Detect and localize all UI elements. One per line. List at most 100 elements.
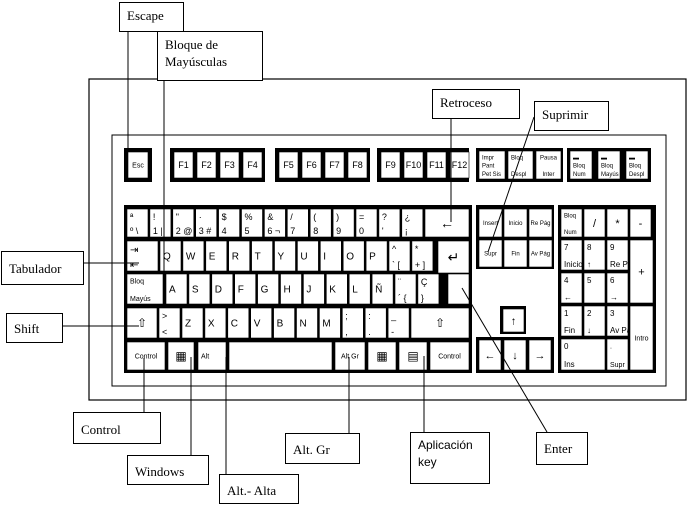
key-np-enter-text: Intro [634, 335, 648, 342]
key-nav-bottom-1: Fin [503, 239, 528, 268]
key-cedilla: Ç} [417, 273, 440, 305]
key-s: S [188, 273, 211, 305]
key-number-5-text: % [245, 212, 253, 222]
key-n: N [296, 307, 318, 339]
key-np-r3-2-text: → [610, 293, 618, 302]
key-np-r1-0-text: Num [564, 230, 577, 236]
key-nav-top-1-text: Inicio [508, 221, 523, 227]
key-b-text: B [277, 319, 284, 330]
key-ñ-text: Ñ [375, 283, 382, 296]
key-u: U [297, 240, 319, 272]
label-app-key: Aplicación key [410, 432, 490, 484]
key-q: Q [159, 240, 182, 272]
key-np-r3-1-text: 5 [587, 276, 592, 285]
key-v-text: V [254, 319, 261, 330]
key-np-r4-0-text: Fin [564, 326, 575, 335]
key-np-plus: + [629, 239, 654, 304]
key-f7-text: F7 [329, 160, 340, 170]
label-alt-gr: Alt. Gr [285, 433, 360, 464]
leader-escape [127, 32, 137, 151]
leader-enter [461, 287, 548, 433]
key-f: F [234, 273, 256, 305]
key-plus: * + ] [411, 240, 434, 272]
key-np-r2-0-text: 7 [564, 243, 569, 252]
key-e-text: E [209, 252, 216, 263]
key-number-8-text: ( [313, 212, 316, 222]
key-number-0-text: º \ [130, 226, 139, 236]
key-number-1-text: ! [153, 212, 156, 222]
key-acute-text: ´ { [398, 293, 407, 303]
key-x-text: X [208, 319, 215, 330]
key-np-r2-1-text: 8 [587, 243, 592, 252]
label-backspace: Retroceso [432, 89, 520, 119]
key-nav-top-2-text: Re Pág [530, 221, 550, 227]
key-f10-text: F10 [406, 160, 422, 170]
key-i: I [319, 240, 342, 272]
key-ctrl-left: Control [126, 341, 166, 371]
key-arrow-up-text: ↑ [511, 315, 517, 327]
key-number-1: ! 1 | [149, 208, 172, 238]
key-k-text: K [329, 285, 336, 296]
key-number-0-text: ª [130, 212, 134, 222]
key-y-text: Y [278, 252, 285, 263]
key-esc: Esc [127, 151, 149, 179]
key-number-1-text: 1 | [153, 226, 163, 236]
key-comma-text: , [345, 327, 348, 337]
key-a-text: A [169, 285, 176, 296]
key-number-5: %5 [241, 208, 263, 238]
label-windows: Windows [127, 455, 209, 485]
indicator-0-text: Bloq [573, 164, 585, 170]
key-j: J [303, 273, 325, 305]
key-print-screen-text: Pant [482, 164, 495, 170]
key-win-right-text: ▦ [376, 349, 387, 363]
key-ctrl-right-text: Control [438, 353, 461, 360]
key-enter-text: ↵ [448, 249, 460, 265]
key-enter: ↵ [437, 240, 470, 274]
label-delete: Suprimir [534, 101, 609, 131]
key-number-2-text: 2 @ [176, 226, 193, 236]
label-escape: Escape [119, 2, 184, 32]
key-plus-text: * [415, 244, 419, 254]
key-r: R [228, 240, 250, 272]
label-shift: Shift [6, 313, 63, 343]
key-q-text: Q [163, 252, 171, 263]
key-f6-text: F6 [306, 160, 317, 170]
key-n-text: N [300, 319, 307, 330]
key-np-r4-0-text: 1 [564, 309, 569, 318]
key-number-4: $4 [218, 208, 240, 238]
key-period: :. [364, 307, 387, 339]
key-np-r4-1-text: 2 [587, 309, 592, 318]
key-y: Y [274, 240, 296, 272]
key-less: >< [158, 307, 181, 339]
key-g: G [257, 273, 279, 305]
key-np-r3-0-text: 4 [564, 276, 569, 285]
key-f6: F6 [301, 151, 322, 179]
key-np-r3-2: 6→ [606, 272, 629, 304]
key-h-text: H [284, 285, 291, 296]
key-p: P [365, 240, 388, 272]
key-j-text: J [306, 285, 311, 296]
key-print-screen-text: Impr [482, 155, 494, 161]
key-nav-bottom-2-text: Av Pág [531, 252, 550, 258]
key-win-left: ▦ [167, 341, 195, 371]
key-f1: F1 [173, 151, 194, 179]
key-c-text: C [231, 319, 238, 330]
key-number-6-text: 6 ¬ [267, 226, 280, 236]
key-f5-text: F5 [283, 160, 294, 170]
key-np-r1-0-text: Bloq [564, 213, 576, 219]
key-x: X [204, 307, 227, 339]
key-np-zero-text: Ins [564, 360, 575, 369]
key-f10: F10 [403, 151, 424, 179]
key-np-r4-1: 2↓ [583, 305, 606, 337]
key-pause-text: Inter [542, 172, 554, 178]
key-plus-text: + ] [415, 260, 425, 270]
key-np-dot: .Supr [606, 338, 629, 371]
key-win-left-text: ▦ [175, 349, 186, 363]
key-alt-text: Alt [201, 353, 209, 360]
key-cedilla-text: } [421, 293, 424, 303]
